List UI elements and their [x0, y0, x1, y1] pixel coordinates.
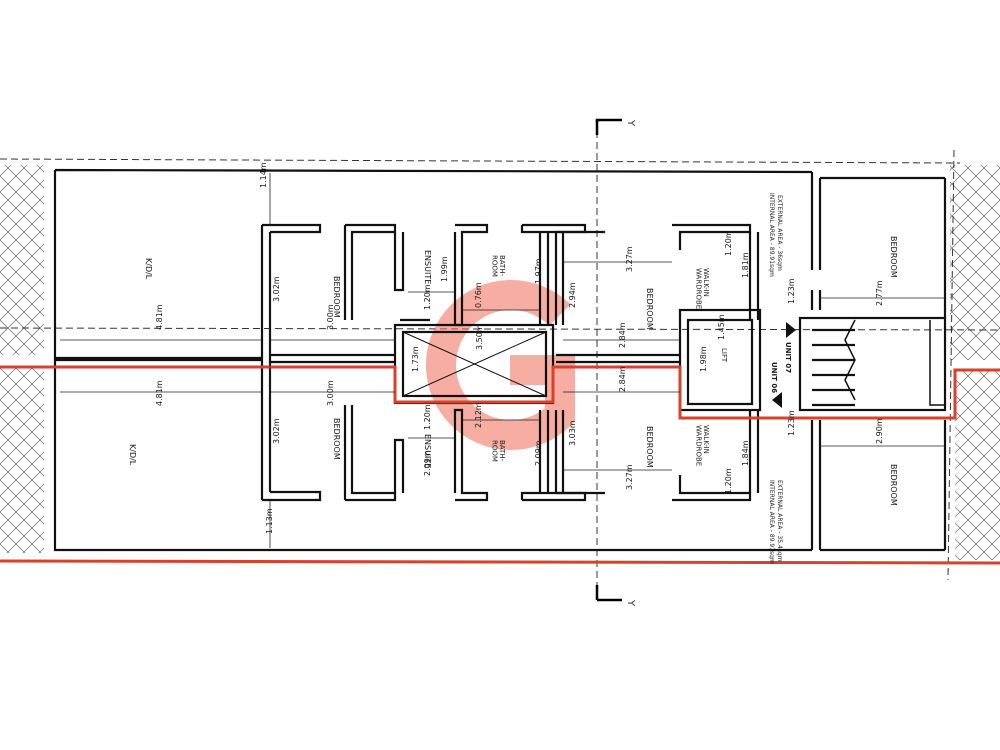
room-bedroom-right-bottom: BEDROOM	[889, 464, 898, 506]
unit-07-label: UNIT 07	[784, 342, 792, 373]
section-marker-top-label: Y	[625, 119, 636, 127]
hatch-right-top	[950, 165, 1000, 360]
dim-1-81: 1.81m	[741, 252, 750, 278]
dim-2-90: 2.90m	[875, 418, 884, 444]
room-kdl-top: K/D/L	[144, 258, 153, 280]
room-lift: LIFT	[720, 348, 728, 363]
dim-3-02-bottom: 3.02m	[272, 418, 281, 444]
dim-0-76: 0.76m	[474, 282, 483, 308]
dim-2-84-bottom: 2.84m	[618, 366, 627, 392]
area-top-internal: INTERNAL AREA - 89.91sqm	[768, 193, 775, 277]
unit-06-arrow	[772, 392, 782, 408]
walls	[53, 168, 947, 552]
dim-1-98: 1.98m	[699, 346, 708, 372]
room-ensuite-bottom: ENSUITE	[423, 434, 432, 468]
section-marker-top: Y	[595, 118, 636, 135]
unit-06-label: UNIT 06	[770, 362, 778, 393]
dim-2-09-ensuite: 2.09m	[423, 450, 432, 476]
hatch-left-top	[0, 165, 44, 355]
dim-4-81-bottom: 4.81m	[155, 380, 164, 406]
dim-1-20-walkin-bottom: 1.20m	[724, 468, 733, 494]
room-walkin-bottom: WALK-INWARDROBE	[694, 425, 710, 466]
room-bedroom-mid-bottom: BEDROOM	[645, 426, 654, 468]
room-kdl-bottom: K/D/L	[128, 444, 137, 466]
dim-1-23-bottom: 1.23m	[787, 410, 796, 436]
area-bottom-external: EXTERNAL AREA - 35.4sqm	[776, 480, 783, 562]
watermark-logo: G	[0, 0, 575, 450]
hatched-neighbour-areas	[0, 165, 1000, 560]
hatch-left-bottom	[0, 368, 44, 553]
dim-2-84-top: 2.84m	[618, 322, 627, 348]
dim-1-99: 1.99m	[440, 256, 449, 282]
dim-2-12: 2.12m	[474, 402, 483, 428]
site-boundary	[0, 365, 1000, 565]
watermark-logo-letter: G	[0, 0, 1, 1]
dim-3-03: 3.03m	[568, 420, 577, 446]
dimension-labels: 1.14m 3.02m 4.81m 3.00m 3.00m 4.81m 3.02…	[155, 162, 884, 534]
room-bedroom-left-bottom: BEDROOM	[332, 418, 341, 460]
unit-07-arrow	[786, 322, 796, 338]
room-bedroom-mid-top: BEDROOM	[645, 288, 654, 330]
dim-3-00-bottom: 3.00m	[326, 380, 335, 406]
room-bathroom-top: BATH-ROOM	[490, 255, 506, 277]
dim-4-81-top: 4.81m	[155, 304, 164, 330]
section-marker-bottom: Y	[595, 585, 636, 607]
room-bathroom-bottom: BATH-ROOM	[490, 440, 506, 462]
dim-1-97: 1.97m	[534, 258, 543, 284]
room-bedroom-left-top: BEDROOM	[332, 276, 341, 318]
dim-1-14: 1.14m	[259, 162, 268, 188]
dim-3-27-top: 3.27m	[625, 246, 634, 272]
dim-3-02-top: 3.02m	[272, 276, 281, 302]
dim-3-27-bottom: 3.27m	[625, 464, 634, 490]
dim-2-94: 2.94m	[568, 282, 577, 308]
dim-3-50: 3.50m	[475, 324, 484, 350]
hatch-right-bottom	[955, 370, 1000, 560]
dim-1-45: 1.45m	[717, 314, 726, 340]
area-top-external: EXTERNAL AREA - 36sqm	[776, 195, 783, 271]
dim-1-20-mid: 1.20m	[423, 404, 432, 430]
room-labels: K/D/L K/D/L BEDROOM BEDROOM ENSUITE ENSU…	[128, 236, 898, 506]
dim-3-00-top: 3.00m	[326, 304, 335, 330]
room-ensuite-top: ENSUITE	[423, 250, 432, 284]
dim-1-23-top: 1.23m	[787, 278, 796, 304]
room-bedroom-right-top: BEDROOM	[889, 236, 898, 278]
area-bottom-internal: INTERNAL AREA - 89.91sqm	[768, 480, 775, 564]
dim-2-77: 2.77m	[875, 280, 884, 306]
area-notes: INTERNAL AREA - 89.91sqm EXTERNAL AREA -…	[768, 193, 783, 564]
dim-1-84: 1.84m	[741, 440, 750, 466]
dimension-lines	[60, 173, 945, 548]
unit-labels: UNIT 07 UNIT 06	[770, 322, 796, 408]
dim-1-20-walkin-top: 1.20m	[724, 230, 733, 256]
dim-1-73: 1.73m	[411, 346, 420, 372]
dim-2-09-bath: 2.09m	[534, 440, 543, 466]
dim-1-13: 1.13m	[265, 508, 274, 534]
section-marker-bottom-label: Y	[625, 599, 636, 607]
dashed-reference-lines	[0, 120, 1000, 600]
room-walkin-top: WALK-INWARDROBE	[694, 268, 710, 309]
dim-1-20-top: 1.20m	[423, 284, 432, 310]
